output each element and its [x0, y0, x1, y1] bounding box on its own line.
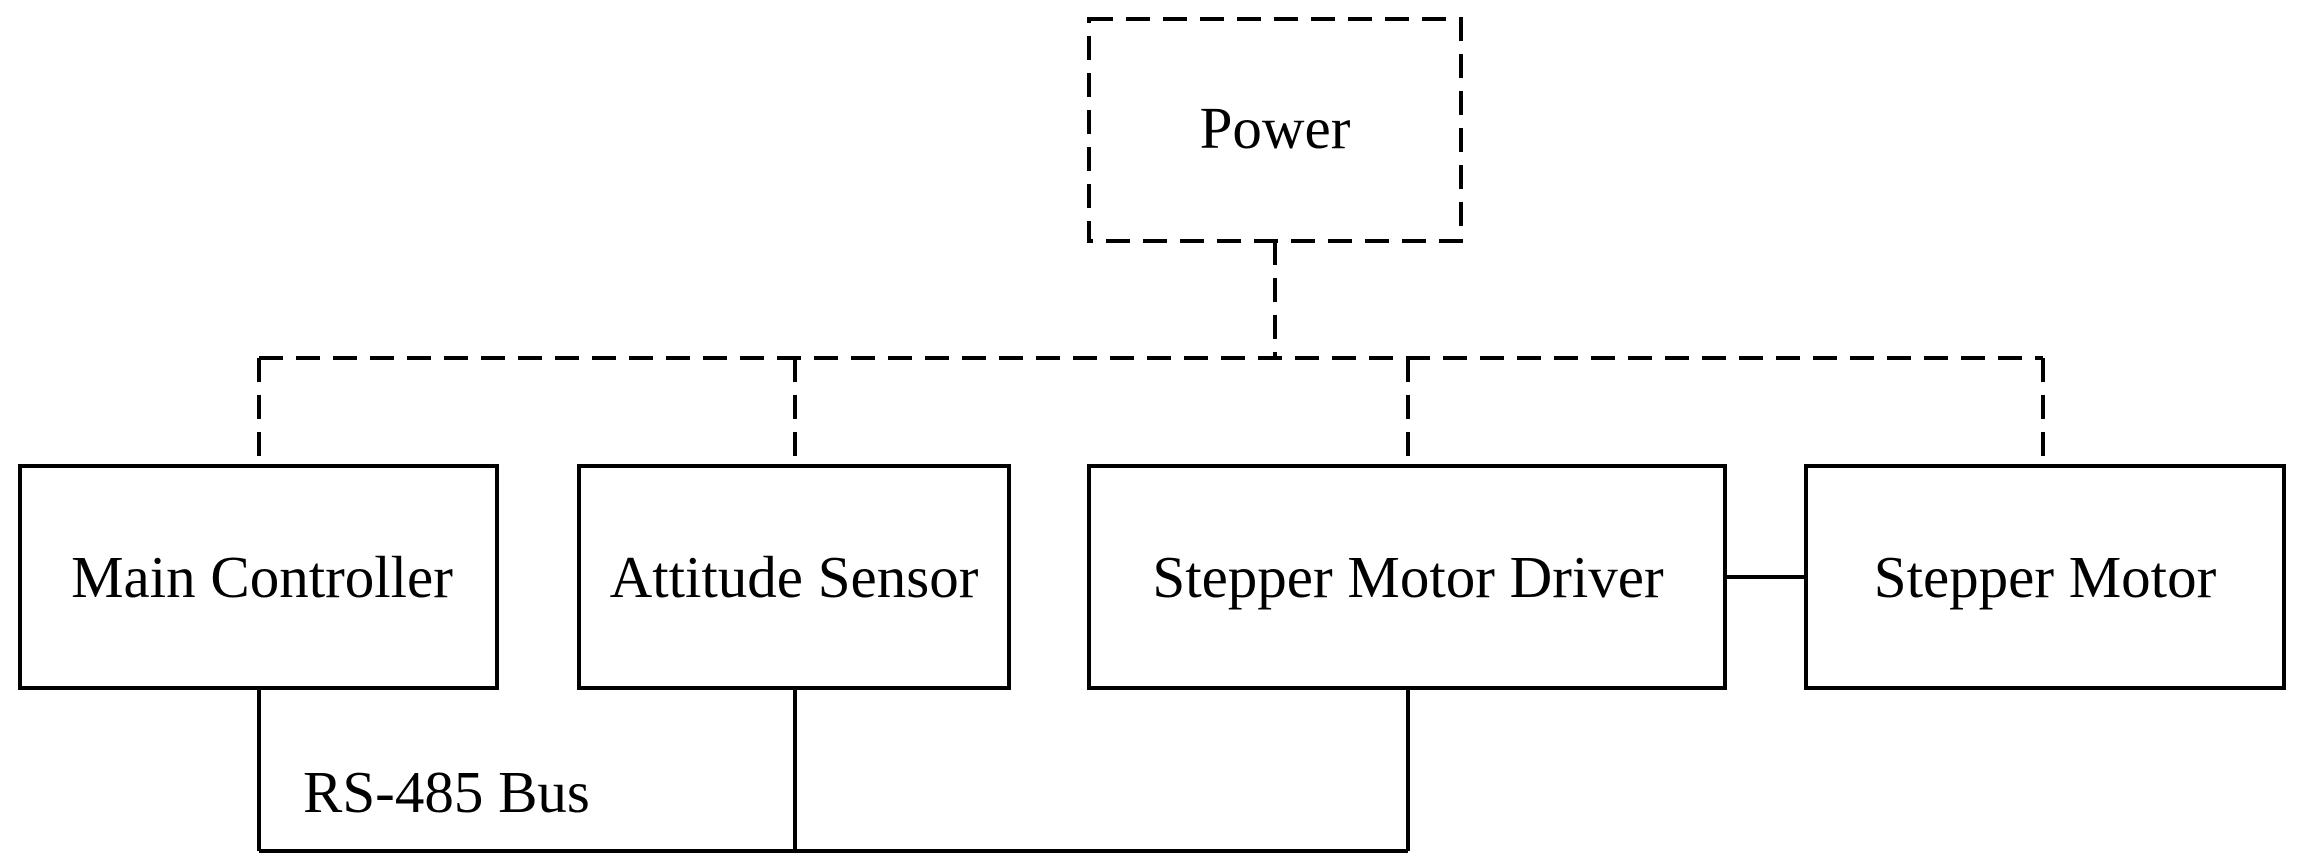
stepper-motor-driver-block: Stepper Motor Driver	[1087, 464, 1727, 690]
stepper-motor-box	[1804, 464, 2286, 690]
power-distribution-lines	[257, 241, 2045, 466]
rs485-bus	[257, 688, 1410, 853]
rs485-bus-label: RS-485 Bus	[303, 759, 590, 825]
stepper-motor-label: Stepper Motor	[1874, 544, 2217, 610]
power-label: Power	[1200, 95, 1351, 161]
main-controller-label: Main Controller	[71, 544, 453, 610]
power-block: Power	[1087, 17, 1463, 243]
main-controller-block: Main Controller	[18, 464, 499, 690]
attitude-sensor-label: Attitude Sensor	[610, 544, 979, 610]
stepper-motor-driver-label: Stepper Motor Driver	[1152, 544, 1664, 610]
stepper-motor-block: Stepper Motor	[1804, 464, 2286, 690]
attitude-sensor-block: Attitude Sensor	[577, 464, 1011, 690]
